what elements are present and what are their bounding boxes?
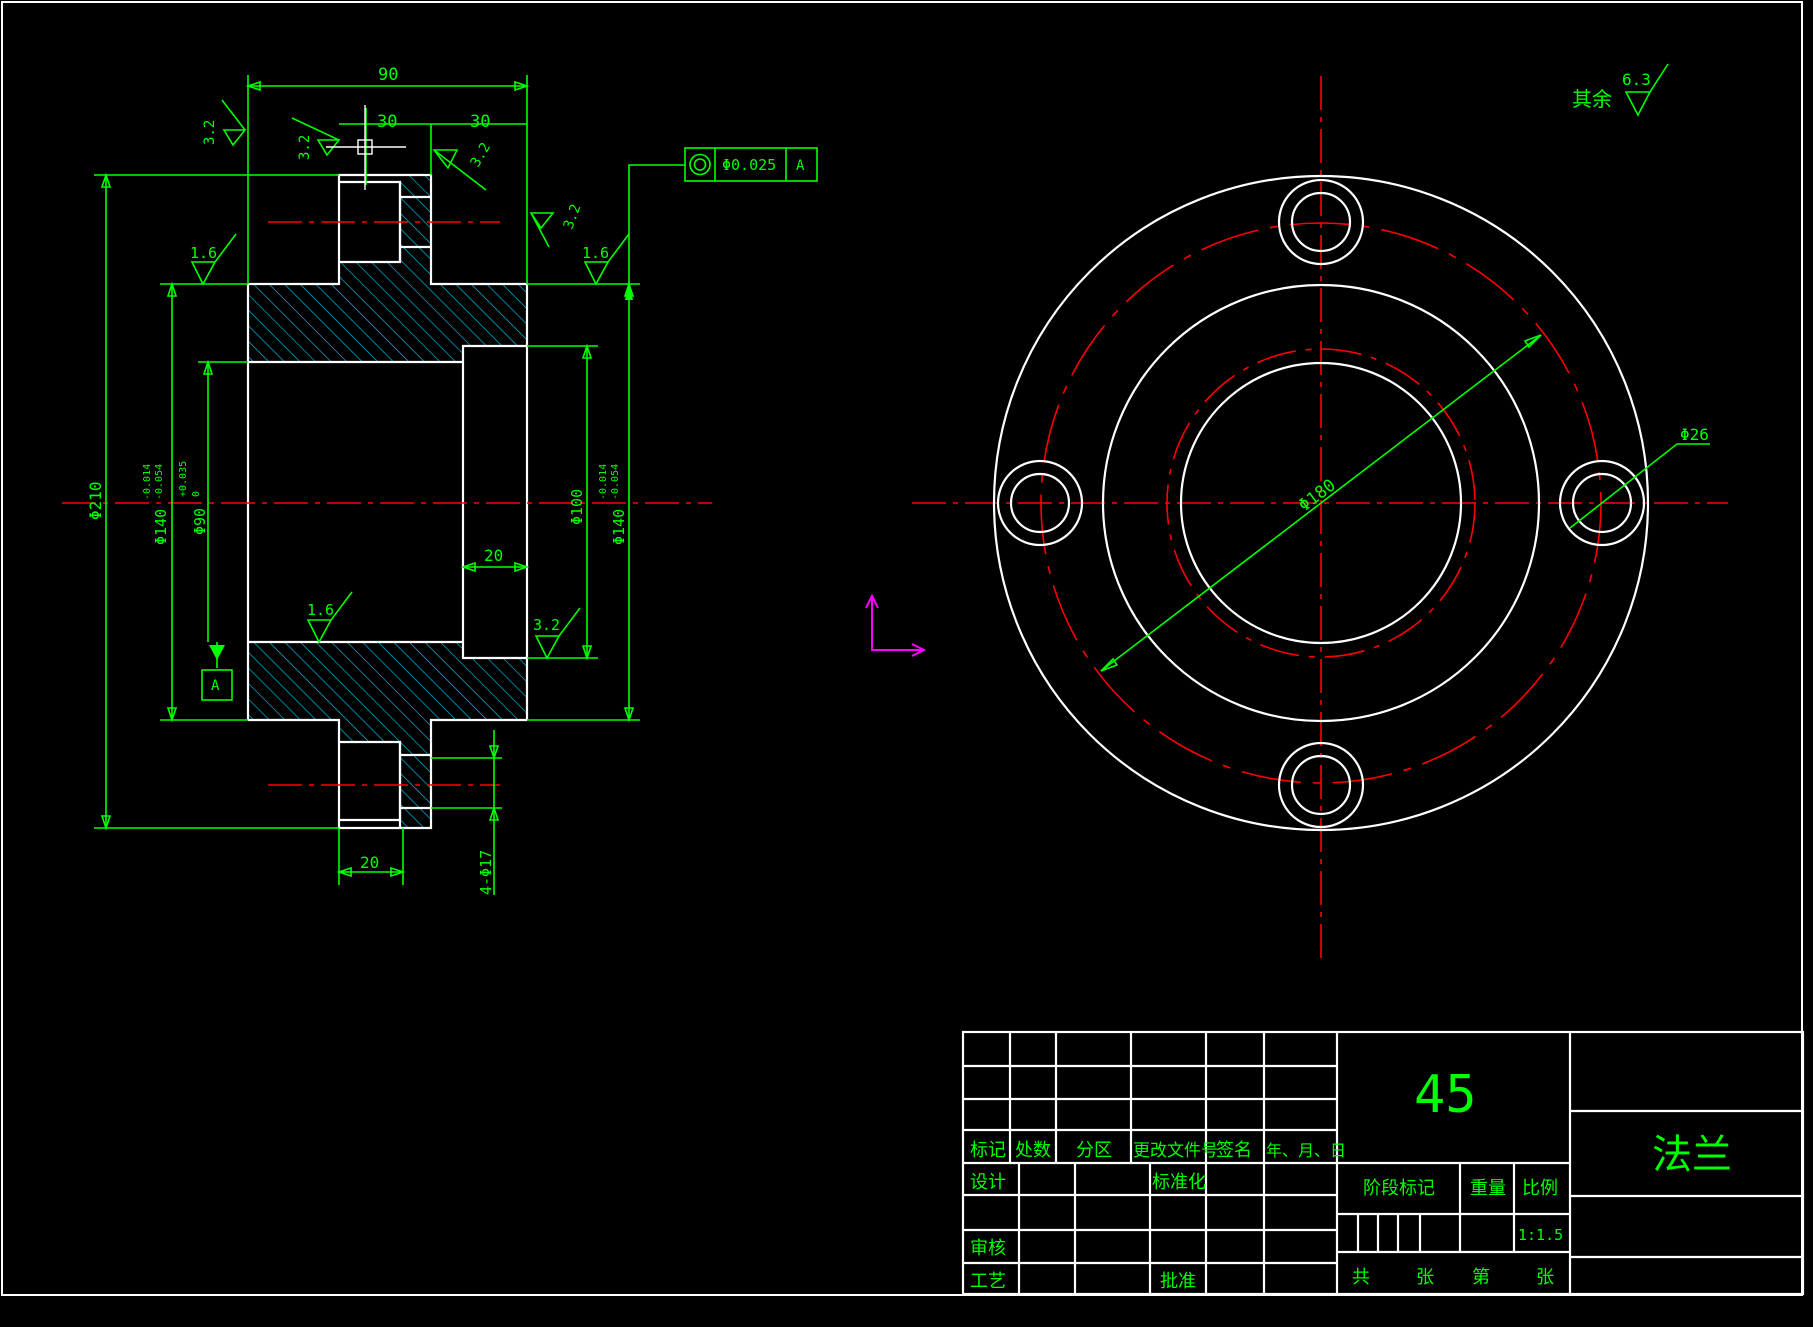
svg-text:1.6: 1.6 — [307, 601, 334, 619]
label-review: 审核 — [970, 1238, 1006, 1259]
label-sheets-total: 共 — [1352, 1267, 1370, 1288]
concentricity-icon — [689, 153, 711, 176]
dim-pcd: Φ180 — [1295, 475, 1340, 516]
roughness-symbol-icon: 1.6 — [582, 233, 630, 286]
hub-circle — [1101, 283, 1541, 723]
dim-bore-tol-upper: +0.035 — [178, 461, 189, 497]
dim-shaft-fit: Φ140 — [152, 509, 170, 545]
rev-header-doc: 更改文件号 — [1133, 1141, 1218, 1161]
svg-text:1.6: 1.6 — [190, 244, 217, 262]
svg-text:3.2: 3.2 — [533, 616, 560, 634]
other-roughness-value: 6.3 — [1622, 70, 1651, 89]
dim-hub-width: 30 — [377, 112, 397, 132]
label-sheet-nth: 第 — [1472, 1267, 1490, 1288]
svg-text:3.2: 3.2 — [297, 135, 313, 160]
svg-text:1.6: 1.6 — [582, 244, 609, 262]
other-roughness-note: 其余 6.3 — [1572, 63, 1669, 117]
roughness-symbol-icon: 3.2 — [432, 140, 495, 191]
datum-triangle-icon — [209, 645, 225, 660]
rev-header-count: 处数 — [1015, 1140, 1051, 1161]
material-value: 45 — [1414, 1065, 1477, 1125]
dim-width-total: 90 — [378, 65, 398, 85]
rev-header-zone: 分区 — [1076, 1140, 1112, 1161]
section-hatch-bottom — [248, 642, 527, 828]
dim-step-depth: 20 — [484, 546, 503, 565]
svg-text:3.2: 3.2 — [468, 140, 495, 170]
dim-shaft-fit-tol-lower: -0.054 — [154, 464, 165, 500]
bore-hidden-circle — [1166, 348, 1476, 658]
dim-counterbore-width: 20 — [360, 853, 379, 872]
label-process: 工艺 — [970, 1271, 1006, 1292]
title-block: 标记 处数 分区 更改文件号 签名 年、月、日 设计 标准化 审核 工艺 批准 … — [961, 1030, 1805, 1296]
other-roughness-label: 其余 — [1572, 87, 1612, 111]
rev-header-mark: 标记 — [970, 1140, 1006, 1161]
tolerance-datum: A — [796, 158, 805, 174]
label-sheet-unit-1: 张 — [1416, 1267, 1434, 1288]
svg-text:3.2: 3.2 — [561, 202, 585, 231]
tolerance-frame: Φ0.025 A — [684, 147, 818, 182]
drawing-frame — [1, 1, 1803, 1296]
roughness-symbol-icon: 3.2 — [291, 117, 341, 160]
dim-bolt-counterbore: Φ26 — [1680, 425, 1709, 444]
flange-outer-circle — [992, 174, 1650, 832]
bolt-hole-right — [1558, 459, 1646, 547]
dim-od: Φ210 — [86, 481, 105, 520]
svg-text:3.2: 3.2 — [202, 120, 218, 145]
label-stage-mark: 阶段标记 — [1363, 1178, 1435, 1199]
front-view: Φ180 Φ26 — [912, 76, 1728, 958]
roughness-symbol-icon: 3.2 — [202, 99, 247, 147]
label-standard: 标准化 — [1152, 1172, 1206, 1193]
cursor-crosshair-icon — [326, 105, 406, 190]
section-view: 90 30 30 Φ210 Φ140 -0.014 -0.054 Φ90 +0.… — [62, 65, 818, 895]
dim-outer-fit-tol-lower: -0.054 — [610, 464, 621, 500]
dim-flange-width: 30 — [470, 112, 490, 132]
dim-holes: 4-Φ17 — [477, 850, 495, 895]
dim-shaft-fit-tol-upper: -0.014 — [142, 464, 153, 500]
dim-outer-fit: Φ140 — [610, 509, 628, 545]
bolt-hole-top — [1277, 178, 1365, 266]
label-design: 设计 — [970, 1172, 1006, 1193]
datum-box — [201, 669, 233, 701]
section-hatch-top — [248, 175, 527, 362]
dim-outer-fit-tol-upper: -0.014 — [598, 464, 609, 500]
dim-bore-step: Φ100 — [568, 489, 586, 525]
label-weight: 重量 — [1470, 1178, 1506, 1199]
dim-bore: Φ90 — [191, 508, 209, 535]
ucs-icon — [865, 593, 927, 657]
label-scale: 比例 — [1522, 1178, 1558, 1199]
bolt-hole-bottom — [1277, 741, 1365, 829]
bore-circle — [1179, 361, 1463, 645]
tolerance-value: Φ0.025 — [722, 156, 776, 174]
rev-header-sign: 签名 — [1216, 1140, 1252, 1161]
bolt-hole-left — [996, 459, 1084, 547]
roughness-symbols: 3.2 3.2 3.2 3.2 1.6 1.6 — [190, 99, 630, 660]
rev-header-date: 年、月、日 — [1266, 1141, 1346, 1160]
label-sheet-unit-2: 张 — [1536, 1267, 1554, 1288]
part-name: 法兰 — [1652, 1132, 1732, 1178]
datum-label: A — [211, 678, 220, 694]
roughness-symbol-icon: 1.6 — [306, 591, 353, 644]
label-approve: 批准 — [1160, 1271, 1196, 1292]
dim-bore-tol-lower: 0 — [191, 491, 202, 497]
tolerance-leader-arrow-icon — [625, 284, 633, 300]
roughness-symbol-icon: 3.2 — [529, 202, 585, 248]
scale-value: 1:1.5 — [1518, 1226, 1563, 1244]
section-dimensions: 90 30 30 Φ210 Φ140 -0.014 -0.054 Φ90 +0.… — [86, 65, 685, 895]
roughness-symbol-icon — [1624, 63, 1669, 117]
roughness-symbol-icon: 3.2 — [533, 607, 581, 660]
roughness-symbol-icon: 1.6 — [190, 233, 237, 286]
